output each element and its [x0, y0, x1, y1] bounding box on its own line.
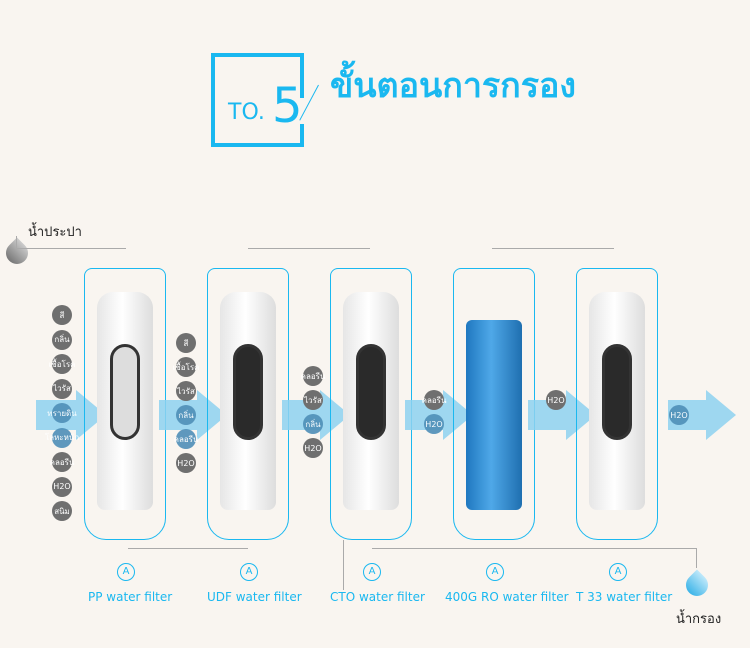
filter-drop-icon: A [486, 563, 504, 581]
filter-cartridge [220, 292, 276, 510]
contaminant-badge: เชื้อโรค [49, 354, 75, 374]
contaminant-badge: สนิม [52, 501, 72, 521]
contaminant-badge: H2O [546, 390, 566, 410]
step-number: 5 [272, 78, 303, 134]
contaminant-badge: ไวรัส [176, 381, 196, 401]
contaminant-badge: โลหะหนัก [45, 427, 79, 448]
page-title: ขั้นตอนการกรอง [330, 66, 577, 106]
filter-window [233, 344, 263, 440]
contaminant-badge: H2O [52, 476, 72, 497]
output-badge: H2O [669, 405, 689, 425]
contaminant-badge: H2O [176, 453, 196, 473]
gray-water-drop-icon [1, 237, 33, 269]
contaminant-badge: H2O [303, 438, 323, 458]
contaminant-badge: คลอรีน [50, 452, 74, 472]
contaminant-badge: เชื้อโรค [173, 357, 199, 377]
filter-cartridge [466, 320, 522, 510]
contaminant-badge: ทรายดิน [47, 403, 77, 423]
filter-drop-icon: A [117, 563, 135, 581]
contaminant-badge: สี [52, 305, 72, 325]
filter-housing [576, 268, 658, 540]
filter-cartridge [589, 292, 645, 510]
filter-cartridge [343, 292, 399, 510]
contaminant-badge: H2O [424, 414, 444, 434]
contaminant-badge: คลอรีน [301, 366, 325, 386]
blue-water-drop-icon [681, 569, 713, 601]
filter-label: UDF water filter [207, 590, 302, 604]
filter-label: PP water filter [88, 590, 173, 604]
filter-window [110, 344, 140, 440]
filter-drop-icon: A [609, 563, 627, 581]
contaminant-badge: ไวรัส [52, 378, 72, 399]
step-prefix: TO. [228, 100, 265, 125]
contaminant-badge: คลอรีน [422, 390, 446, 410]
filter-label: CTO water filter [330, 590, 425, 604]
filter-label: T 33 water filter [576, 590, 673, 604]
filter-cartridge [97, 292, 153, 510]
filter-drop-icon: A [363, 563, 381, 581]
input-label: น้ำประปา [28, 225, 82, 240]
contaminant-badge: กลิ่น [176, 405, 196, 425]
filter-window [602, 344, 632, 440]
filter-label: 400G RO water filter [445, 590, 569, 604]
filter-drop-icon: A [240, 563, 258, 581]
contaminant-badge: กลิ่น [303, 414, 323, 434]
contaminant-badge: ไวรัส [303, 390, 323, 410]
contaminant-badge: กลิ่น [52, 329, 72, 350]
contaminant-badge: สี [176, 333, 196, 353]
filter-window [356, 344, 386, 440]
contaminant-badge: คลอรีน [174, 429, 198, 449]
output-label: น้ำกรอง [676, 612, 722, 627]
